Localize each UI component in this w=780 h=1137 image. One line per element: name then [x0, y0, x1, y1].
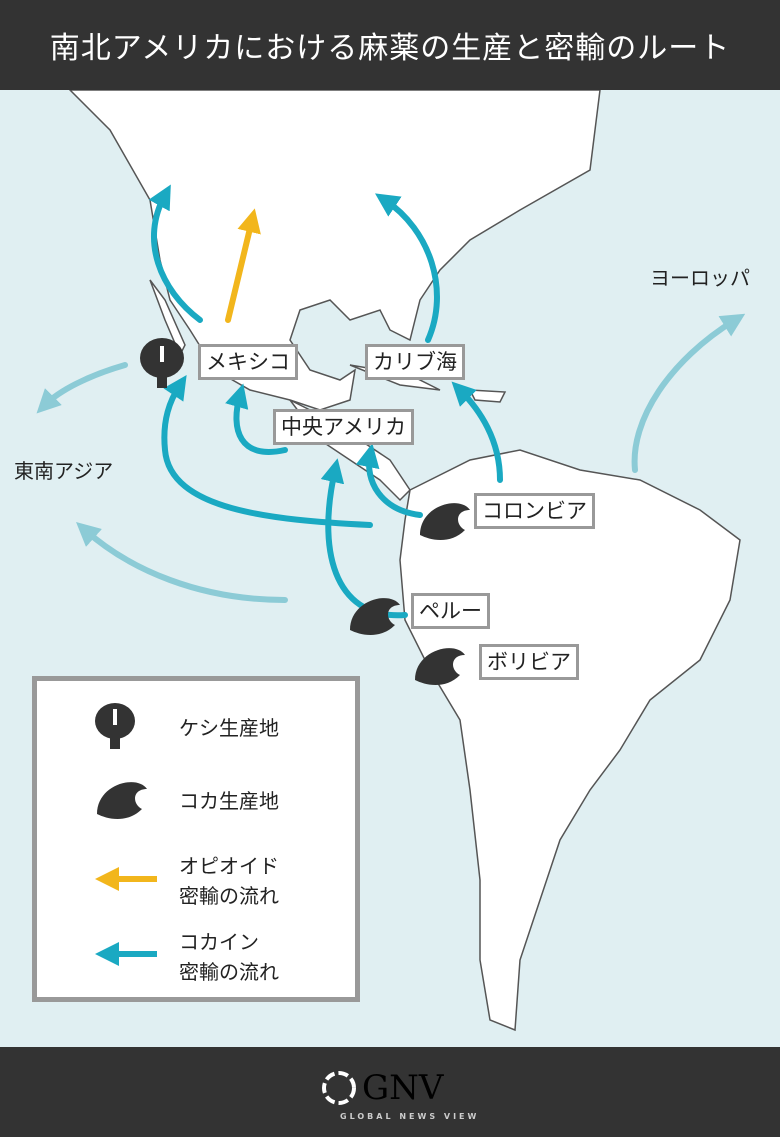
- label-caribbean: カリブ海: [365, 344, 465, 380]
- label-central-america: 中央アメリカ: [273, 409, 414, 445]
- route-colombia-caribbean: [451, 381, 503, 483]
- coca-leaf-icons: [350, 503, 470, 685]
- north-america: [68, 90, 601, 411]
- legend-cocaine-2: 密輸の流れ: [179, 960, 279, 984]
- routes: [36, 184, 746, 619]
- route-mexico-usa-west: [148, 184, 203, 323]
- legend-icons: [95, 703, 157, 966]
- legend-coca: コカ生産地: [179, 789, 279, 813]
- legend: ケシ生産地 コカ生産地 オピオイド 密輸の流れ コカイン 密輸の流れ: [32, 676, 360, 1002]
- label-europe: ヨーロッパ: [650, 266, 750, 290]
- legend-cocaine-1: コカイン: [179, 930, 259, 954]
- route-opioid-usa: [225, 208, 261, 323]
- logo-tagline: GLOBAL NEWS VIEW: [340, 1112, 480, 1121]
- label-southeast-asia: 東南アジア: [14, 459, 114, 483]
- route-colombia-mexico: [161, 375, 373, 528]
- label-mexico: メキシコ: [198, 344, 298, 380]
- label-colombia: コロンビア: [474, 493, 595, 529]
- hispaniola: [468, 389, 507, 403]
- footer: [0, 1047, 780, 1137]
- legend-opioid-1: オピオイド: [179, 854, 279, 878]
- label-peru: ペルー: [411, 593, 490, 629]
- globe-icon: [322, 1071, 356, 1105]
- route-to-asia-south: [76, 522, 288, 603]
- page-title: 南北アメリカにおける麻薬の生産と密輸のルート: [0, 0, 780, 90]
- route-central-mexico: [225, 383, 288, 455]
- label-bolivia: ボリビア: [479, 644, 579, 680]
- coca-leaf-icon: [97, 782, 147, 819]
- logo-text: GNV: [362, 1068, 444, 1108]
- route-caribbean-usa-east: [375, 193, 440, 343]
- poppy-icon: [95, 703, 135, 749]
- gnv-logo[interactable]: GNV: [322, 1068, 443, 1108]
- route-to-europe: [631, 313, 746, 473]
- legend-opioid-2: 密輸の流れ: [179, 884, 279, 908]
- route-to-asia-north: [36, 362, 128, 414]
- baja: [149, 279, 186, 357]
- poppy-icon: [140, 338, 184, 388]
- route-colombia-central: [355, 443, 423, 518]
- legend-poppy: ケシ生産地: [179, 716, 279, 740]
